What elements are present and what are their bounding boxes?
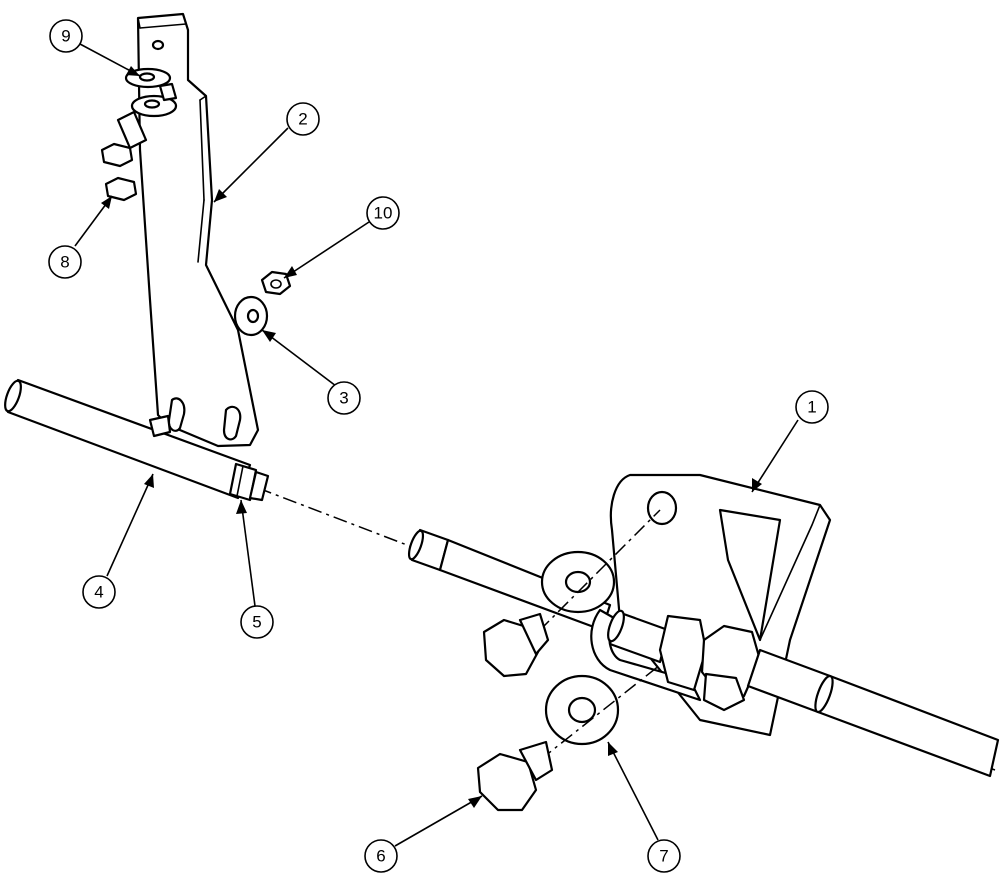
small-nut xyxy=(260,270,292,296)
callout-8-label: 8 xyxy=(60,253,69,272)
small-washer xyxy=(233,295,269,337)
callout-10: 10 xyxy=(366,196,400,230)
callout-2: 2 xyxy=(286,102,320,136)
callout-3: 3 xyxy=(327,381,361,415)
large-washers xyxy=(519,509,661,761)
cable-fitting xyxy=(607,609,762,712)
callout-6-label: 6 xyxy=(376,847,385,866)
callout-2-label: 2 xyxy=(298,110,307,129)
callout-9-label: 9 xyxy=(61,27,70,46)
top-bolts xyxy=(100,110,148,202)
leaders xyxy=(74,43,799,847)
cable-sleeve xyxy=(4,378,270,502)
callout-6: 6 xyxy=(364,839,398,873)
hex-bolts xyxy=(476,612,554,812)
upright-bracket xyxy=(136,12,260,448)
callout-7-label: 7 xyxy=(659,847,668,866)
cable-right xyxy=(746,648,1000,778)
callout-1-label: 1 xyxy=(807,398,816,417)
callout-8: 8 xyxy=(48,245,82,279)
callout-9: 9 xyxy=(49,19,83,53)
callout-10-label: 10 xyxy=(374,204,393,223)
callout-3-label: 3 xyxy=(339,389,348,408)
callout-1: 1 xyxy=(795,390,829,424)
callout-5-label: 5 xyxy=(252,613,261,632)
callout-4-label: 4 xyxy=(94,583,103,602)
callout-7: 7 xyxy=(647,839,681,873)
callout-5: 5 xyxy=(240,605,274,639)
callout-4: 4 xyxy=(82,575,116,609)
